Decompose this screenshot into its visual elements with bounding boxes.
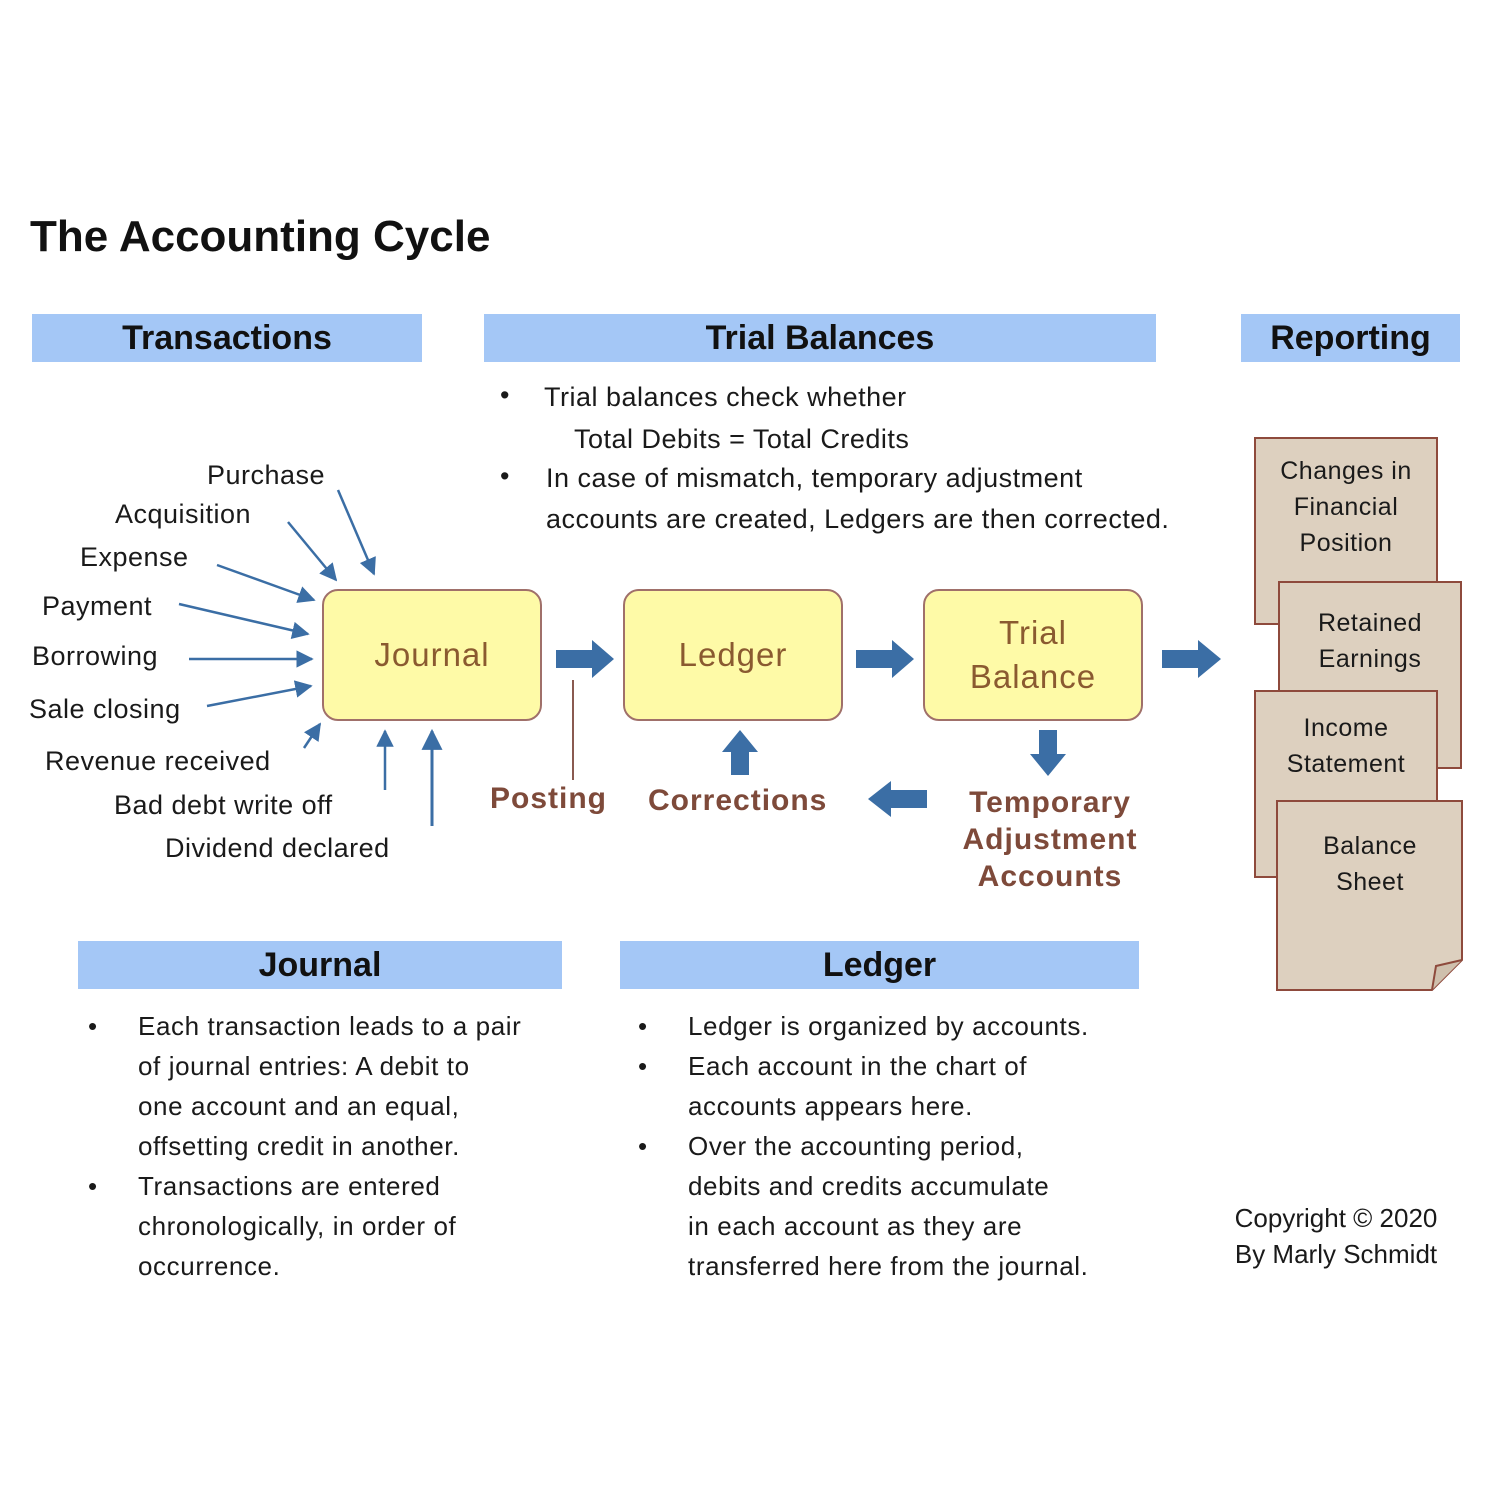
transaction-purchase: Purchase	[207, 460, 326, 490]
band-transactions: Transactions	[32, 314, 422, 362]
journal-note-1-line-3: one account and an equal,	[138, 1091, 460, 1121]
copyright-line-1: Copyright © 2020	[1234, 1203, 1438, 1233]
transaction-borrowing: Borrowing	[32, 641, 159, 671]
doc-income-line-1: Income	[1303, 714, 1389, 742]
doc-balance-sheet: Balance Sheet	[1278, 828, 1462, 900]
ledger-note-1-line-1: Ledger is organized by accounts.	[688, 1011, 1089, 1041]
tb-note-line-1: Trial balances check whether	[544, 382, 907, 412]
transaction-dividend: Dividend declared	[165, 833, 390, 863]
ledger-notes: • Ledger is organized by accounts. • Each …	[628, 1006, 1168, 1286]
label-posting: Posting	[490, 782, 607, 815]
bullet: •	[500, 461, 510, 491]
bullet: •	[638, 1131, 648, 1161]
journal-note-1-line-4: offsetting credit in another.	[138, 1131, 460, 1161]
journal-note-2-line-1: Transactions are entered	[138, 1171, 441, 1201]
bullet: •	[88, 1011, 98, 1041]
ledger-note-3-line-1: Over the accounting period,	[688, 1131, 1024, 1161]
doc-retained-line-1: Retained	[1317, 609, 1423, 637]
doc-retained-line-2: Earnings	[1318, 645, 1422, 673]
journal-note-1-line-2: of journal entries: A debit to	[138, 1051, 470, 1081]
band-reporting: Reporting	[1241, 314, 1460, 362]
node-trial-balance: Trial Balance	[923, 589, 1143, 721]
journal-note-2-line-2: chronologically, in order of	[138, 1211, 457, 1241]
band-ledger: Ledger	[620, 941, 1139, 989]
transaction-sale-closing: Sale closing	[29, 694, 181, 724]
ledger-note-2-line-1: Each account in the chart of	[688, 1051, 1028, 1081]
node-ledger: Ledger	[623, 589, 843, 721]
band-journal: Journal	[78, 941, 562, 989]
doc-changes-line-2: Financial	[1293, 493, 1399, 521]
node-journal: Journal	[322, 589, 542, 721]
arrow-purchase	[336, 489, 376, 576]
label-temp-line-3: Accounts	[977, 860, 1123, 893]
transaction-payment: Payment	[42, 591, 153, 621]
transaction-bad-debt: Bad debt write off	[114, 790, 333, 820]
bullet: •	[638, 1011, 648, 1041]
arrow-ledger-to-trial	[856, 640, 914, 678]
doc-income-line-2: Statement	[1286, 750, 1406, 778]
journal-notes: • Each transaction leads to a pair of jou…	[78, 1006, 558, 1286]
transaction-acquisition: Acquisition	[115, 499, 252, 529]
ledger-note-3-line-2: debits and credits accumulate	[688, 1171, 1050, 1201]
label-temp-line-1: Temporary	[969, 786, 1131, 819]
bullet: •	[500, 380, 510, 410]
arrow-journal-to-ledger	[556, 640, 614, 678]
node-trial-balance-line-1: Trial	[999, 614, 1067, 651]
doc-changes-line-1: Changes in	[1280, 457, 1412, 485]
journal-note-1-line-1: Each transaction leads to a pair	[138, 1011, 522, 1041]
ledger-note-2-line-2: accounts appears here.	[688, 1091, 973, 1121]
copyright: Copyright © 2020 By Marly Schmidt	[1218, 1200, 1454, 1272]
doc-balance-line-2: Sheet	[1336, 868, 1404, 896]
arrow-sale-closing	[206, 680, 313, 708]
doc-changes-line-3: Position	[1299, 529, 1393, 557]
copyright-line-2: By Marly Schmidt	[1234, 1239, 1438, 1269]
doc-balance-line-1: Balance	[1323, 832, 1417, 860]
page-title: The Accounting Cycle	[30, 212, 491, 261]
transaction-revenue-received: Revenue received	[45, 746, 271, 776]
arrow-corrections-up	[722, 730, 758, 775]
tb-note-line-2: Total Debits = Total Credits	[574, 424, 910, 454]
label-corrections: Corrections	[648, 784, 828, 817]
arrow-corrections-left	[868, 781, 927, 817]
arrow-trial-down	[1030, 730, 1066, 776]
ledger-note-3-line-4: transferred here from the journal.	[688, 1251, 1089, 1281]
tb-note-line-3: In case of mismatch, temporary adjustmen…	[546, 463, 1083, 493]
arrow-payment	[178, 602, 310, 639]
doc-balance-sheet-shape	[1276, 800, 1463, 991]
tb-note-line-4: accounts are created, Ledgers are then c…	[546, 504, 1170, 534]
arrow-trial-to-reporting	[1162, 640, 1221, 678]
transaction-expense: Expense	[80, 542, 189, 572]
arrow-expense	[216, 563, 316, 603]
journal-note-2-line-3: occurrence.	[138, 1251, 281, 1281]
node-trial-balance-line-2: Balance	[969, 658, 1097, 695]
arrow-acquisition	[287, 521, 338, 582]
arrow-revenue	[302, 722, 322, 749]
bullet: •	[638, 1051, 648, 1081]
band-trial-balances: Trial Balances	[484, 314, 1156, 362]
bullet: •	[88, 1171, 98, 1201]
ledger-note-3-line-3: in each account as they are	[688, 1211, 1023, 1241]
label-temp-line-2: Adjustment	[962, 823, 1138, 856]
label-temp-adjustment: Temporary Adjustment Accounts	[950, 784, 1150, 895]
